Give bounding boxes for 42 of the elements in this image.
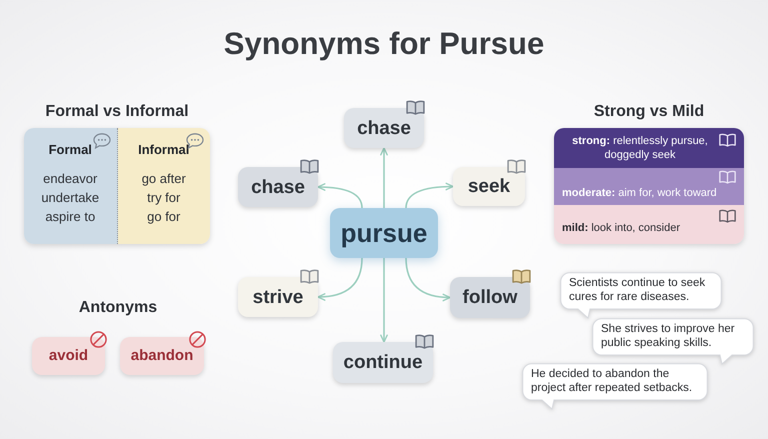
formal-column — [24, 128, 118, 244]
intensity-band — [554, 205, 744, 244]
section-heading: Antonyms — [78, 298, 158, 318]
word-item: go after — [142, 170, 186, 188]
title: Synonyms for Pursue — [222, 25, 546, 63]
band-text: strong: relentlessly pursue, doggedly seek — [571, 134, 709, 162]
speech-bubble — [522, 363, 708, 410]
intensity-band — [554, 168, 744, 205]
synonym-word: strive — [252, 288, 304, 306]
arrow — [380, 147, 388, 208]
arrow — [405, 258, 451, 302]
arrow — [405, 182, 454, 208]
band-text: moderate: aim for, work toward — [562, 186, 718, 200]
example-sentence: He decided to abandon the project after repeated setbacks. — [530, 367, 694, 395]
section-heading: Strong vs Mild — [592, 102, 706, 122]
antonym-word: avoid — [48, 346, 88, 366]
example-sentence: She strives to improve her public speaking skills. — [600, 322, 736, 350]
arrow — [380, 258, 388, 343]
example-sentence: Scientists continue to seek cures for rare diseases. — [568, 276, 706, 304]
word-item: endeavor — [43, 170, 98, 188]
word-item: undertake — [41, 189, 100, 207]
headword-box — [330, 208, 438, 258]
headword: pursue — [340, 220, 428, 246]
arrow — [317, 183, 363, 208]
synonym-word: follow — [462, 288, 518, 307]
word-item: go for — [147, 208, 180, 226]
synonym-word: continue — [343, 353, 423, 372]
intensity-band — [554, 128, 744, 168]
synonym-word: chase — [251, 178, 305, 196]
arrow — [317, 258, 363, 301]
band-text: mild: look into, consider — [562, 221, 681, 235]
synonym-word: seek — [468, 177, 510, 196]
word-item: aspire to — [45, 208, 96, 226]
speech-bubble — [592, 318, 754, 365]
section-heading: Formal vs Informal — [44, 102, 190, 122]
informal-column — [118, 128, 210, 244]
synonym-word: chase — [357, 118, 411, 138]
column-heading: Formal — [48, 142, 92, 158]
word-item: try for — [147, 189, 180, 207]
column-heading: Informal — [138, 142, 190, 158]
antonym-word: abandon — [130, 346, 194, 366]
speech-bubble — [560, 272, 722, 319]
